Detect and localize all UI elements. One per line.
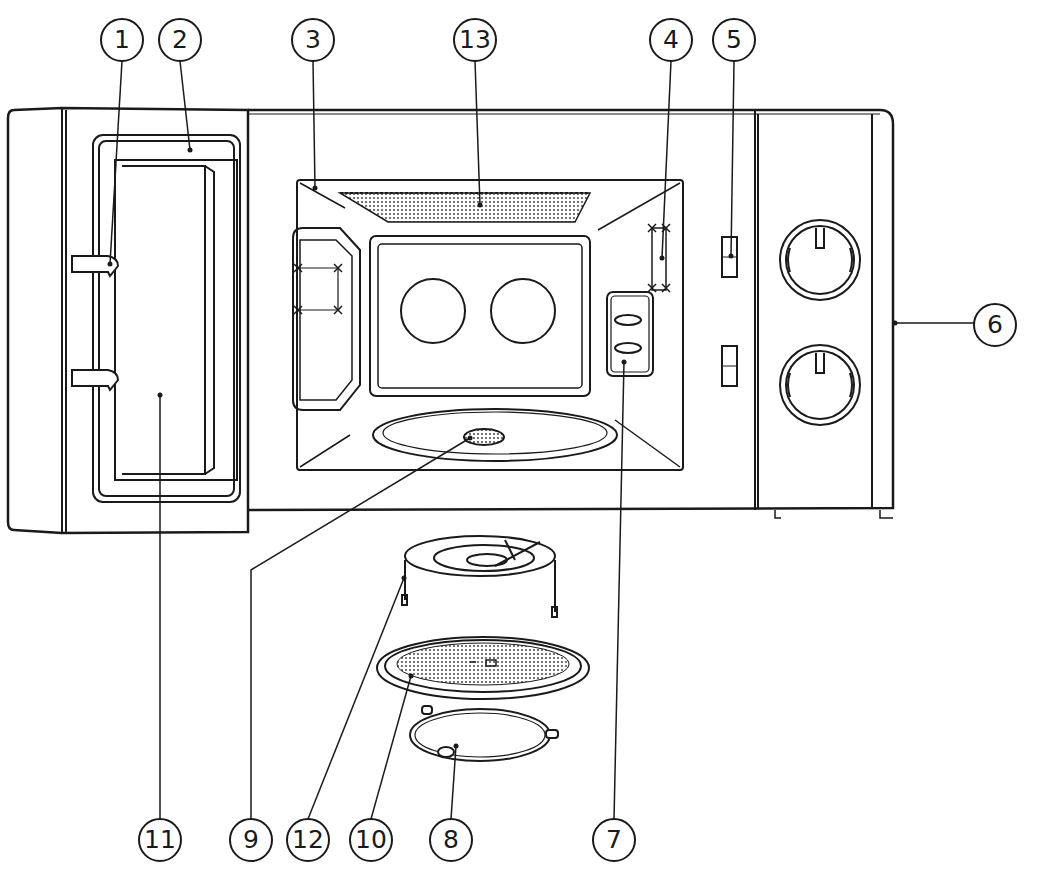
callout-number: 3: [291, 18, 335, 62]
callout-circles: [101, 19, 1016, 861]
control-knobs: [780, 220, 860, 425]
roller-ring: [410, 706, 558, 761]
callout-number: 10: [349, 818, 393, 862]
callout-number: 4: [649, 18, 693, 62]
door: [8, 108, 248, 533]
callout-number: 9: [229, 818, 273, 862]
leader-dots: [108, 148, 898, 749]
callout-number: 1: [100, 18, 144, 62]
callout-number: 2: [158, 18, 202, 62]
callout-number: 11: [138, 818, 182, 862]
door-interlock-slots: [722, 237, 737, 386]
callout-number: 8: [429, 818, 473, 862]
callout-number: 6: [973, 303, 1017, 347]
leader-lines: [110, 61, 974, 819]
callout-number: 12: [286, 818, 330, 862]
oven-body: [248, 110, 893, 518]
callout-number: 13: [453, 18, 497, 62]
callout-number: 7: [592, 818, 636, 862]
glass-turntable: [377, 637, 589, 699]
oven-cavity: [293, 180, 683, 470]
grill-rack: [402, 536, 557, 617]
callout-number: 5: [712, 18, 756, 62]
